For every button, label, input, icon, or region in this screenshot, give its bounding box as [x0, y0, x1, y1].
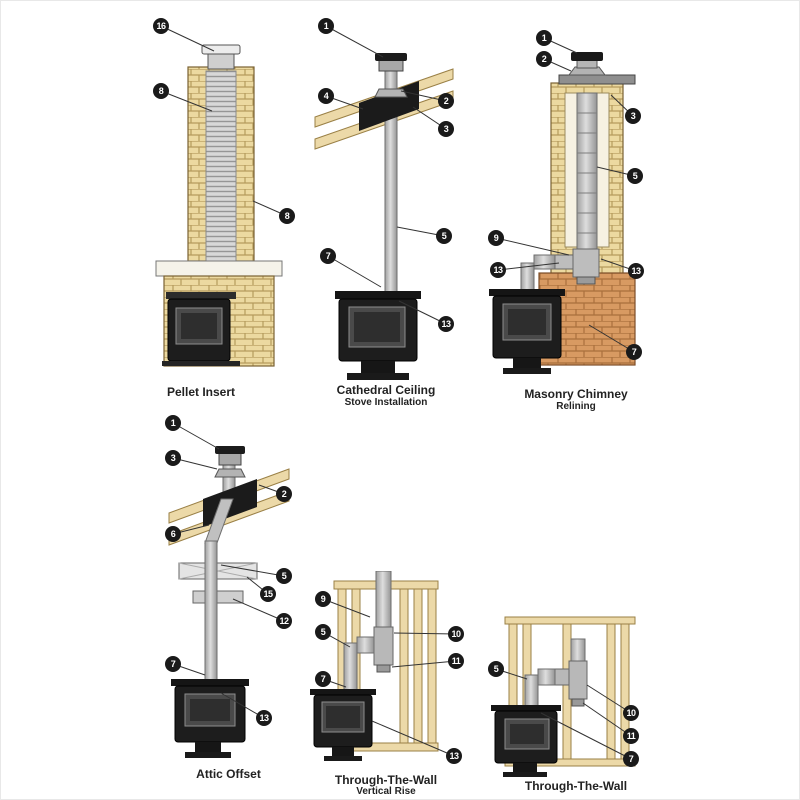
callout-2: 2 [438, 93, 454, 109]
attic-insulation-shield [178, 562, 258, 580]
rigid-chimney-liner [576, 92, 598, 252]
diagram-subtitle: Stove Installation [344, 397, 428, 408]
callout-12: 12 [276, 613, 292, 629]
wood-stove [310, 689, 376, 761]
pellet-insert-illustration [155, 25, 288, 367]
callout-8: 8 [153, 83, 169, 99]
pellet-insert-stove [162, 292, 240, 366]
diagram-ttw-vertical-rise: 9 5 10 11 7 13 Through-The-Wall Vertical… [306, 571, 466, 799]
chimney-cap [571, 52, 603, 69]
diagram-title: Through-The-Wall [334, 773, 438, 787]
diagram-title: Masonry Chimney [524, 387, 628, 401]
callout-3: 3 [625, 108, 641, 124]
ttw-vertical-rise-illustration [310, 571, 457, 761]
callout-3: 3 [438, 121, 454, 137]
callout-13: 13 [256, 710, 272, 726]
diagram-subtitle: Relining [556, 401, 596, 412]
callout-9: 9 [488, 230, 504, 246]
callout-5: 5 [315, 624, 331, 640]
chimney-cap [201, 44, 241, 70]
callout-6: 6 [165, 526, 181, 542]
diagram-title: Cathedral Ceiling [336, 383, 436, 397]
vertical-rise-pipe [375, 571, 392, 630]
callout-1: 1 [318, 18, 334, 34]
callout-7: 7 [623, 751, 639, 767]
callout-5: 5 [276, 568, 292, 584]
callout-1: 1 [536, 30, 552, 46]
callout-9: 9 [315, 591, 331, 607]
diagram-title: Through-The-Wall [524, 779, 628, 793]
leader-lines [322, 598, 457, 757]
callout-15: 15 [260, 586, 276, 602]
wall-tee [554, 660, 588, 707]
masonry-relining-illustration [489, 37, 637, 374]
vertical-pipe [204, 540, 218, 682]
callout-8: 8 [279, 208, 295, 224]
diagram-title: Attic Offset [196, 767, 261, 781]
diagram-subtitle: Vertical Rise [356, 786, 416, 797]
flex-chimney-liner [205, 70, 237, 262]
callout-7: 7 [165, 656, 181, 672]
diagram-attic-offset: 1 3 2 6 5 15 12 7 13 Attic Offset [151, 413, 306, 781]
callout-13: 13 [490, 262, 506, 278]
top-plate [558, 74, 636, 85]
cathedral-ceiling-illustration [314, 25, 454, 380]
storm-collar [214, 468, 246, 478]
diagram-pellet-insert: 16 8 8 Pellet Insert [96, 9, 306, 411]
callout-7: 7 [320, 248, 336, 264]
diagram-through-the-wall: 5 10 11 7 Through-The-Wall [481, 613, 671, 799]
diagram-title: Pellet Insert [166, 385, 236, 399]
wood-stove [335, 291, 421, 380]
attic-offset-illustration [168, 422, 290, 758]
through-the-wall-illustration [491, 616, 636, 777]
callout-16: 16 [153, 18, 169, 34]
callout-10: 10 [448, 626, 464, 642]
diagram-masonry-relining: 1 2 3 5 9 13 13 7 Masonry Chimney Relini… [481, 9, 671, 421]
callout-13: 13 [628, 263, 644, 279]
callout-2: 2 [276, 486, 292, 502]
wood-stove [171, 679, 249, 758]
diagram-cathedral-ceiling: 1 4 2 3 5 7 13 Cathedral Ceiling Stove I… [301, 9, 471, 419]
callout-7: 7 [626, 344, 642, 360]
chimney-cap [215, 446, 245, 466]
stove-connector-pipe [524, 668, 556, 712]
storm-collar [374, 88, 408, 98]
stove-connector-pipe [343, 636, 375, 692]
callout-7: 7 [315, 671, 331, 687]
callout-3: 3 [165, 450, 181, 466]
callout-5: 5 [436, 228, 452, 244]
callout-5: 5 [627, 168, 643, 184]
callout-1: 1 [165, 415, 181, 431]
ceiling-support-box [192, 590, 244, 604]
chimney-cap [375, 53, 407, 72]
callout-11: 11 [448, 653, 464, 669]
wood-stove [491, 705, 561, 777]
callout-13: 13 [446, 748, 462, 764]
vertical-rise-stub [570, 638, 586, 664]
callout-5: 5 [488, 661, 504, 677]
callout-10: 10 [623, 705, 639, 721]
wood-stove [489, 289, 565, 374]
callout-4: 4 [318, 88, 334, 104]
liner-tee [554, 248, 600, 285]
callout-11: 11 [623, 728, 639, 744]
callout-2: 2 [536, 51, 552, 67]
callout-13: 13 [438, 316, 454, 332]
